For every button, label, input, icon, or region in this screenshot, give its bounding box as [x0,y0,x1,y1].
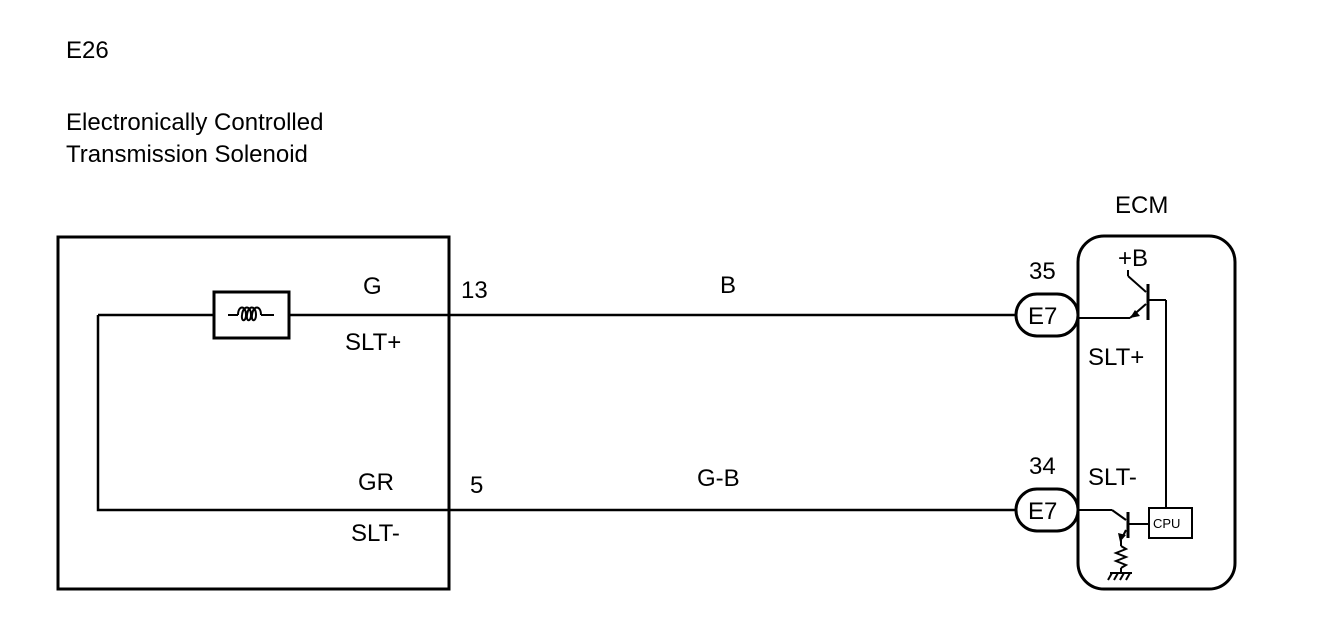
wire-color-1: B [720,272,736,299]
signal-label-component-1: SLT+ [345,329,401,356]
connector-label-2: E7 [1028,498,1057,525]
solenoid-component-box [56,235,451,591]
wire-color-2: G-B [697,465,740,492]
connector-e7-pin35 [1014,292,1080,338]
component-name-line2: Transmission Solenoid [66,141,308,168]
cpu-label: CPU [1153,516,1180,531]
ecm-supply-label: +B [1118,245,1148,272]
wire-color-component-side-2: GR [358,469,394,496]
wire-color-component-side-1: G [363,273,382,300]
solenoid-internal-return-wire [96,315,449,512]
solenoid-coil-icon [212,290,291,340]
pin-number-component-1: 13 [461,277,488,304]
high-side-transistor-icon [1078,270,1167,508]
connector-label-1: E7 [1028,303,1057,330]
ecm-box [1076,234,1237,591]
low-side-transistor-icon [1078,509,1149,542]
pin-number-ecm-2: 34 [1029,453,1056,480]
component-code: E26 [66,37,109,64]
pin-number-ecm-1: 35 [1029,258,1056,285]
signal-label-component-2: SLT- [351,520,400,547]
resistor-icon [1113,540,1129,573]
component-name-line1: Electronically Controlled [66,109,323,136]
ground-icon [1107,572,1132,581]
pin-number-component-2: 5 [470,472,483,499]
ecm-label: ECM [1115,192,1168,219]
signal-label-ecm-1: SLT+ [1088,344,1144,371]
signal-label-ecm-2: SLT- [1088,464,1137,491]
